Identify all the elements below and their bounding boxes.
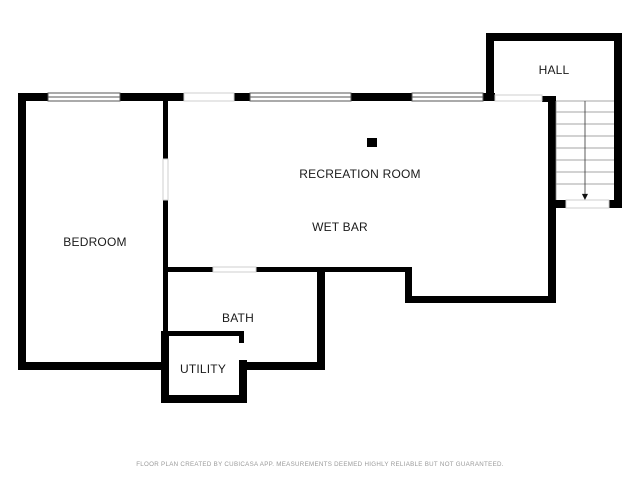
label-utility: UTILITY xyxy=(180,362,226,376)
label-bedroom: BEDROOM xyxy=(63,235,126,249)
opening-hall xyxy=(494,94,543,102)
wall-rec-right xyxy=(548,96,556,303)
wall-top-2 xyxy=(120,93,184,101)
wall-bedroom-left xyxy=(18,93,26,369)
wall-utility-right-stub xyxy=(239,331,244,343)
stair-direction-icon: ▼ xyxy=(582,192,589,201)
openings xyxy=(162,92,610,273)
wall-utility-right xyxy=(239,360,247,403)
label-bath: BATH xyxy=(222,311,254,325)
label-recreation-room: RECREATION ROOM xyxy=(299,167,420,181)
wall-bedroom-bottom xyxy=(18,362,168,370)
walls xyxy=(18,33,622,403)
windows xyxy=(47,92,484,102)
wall-rec-bottom-right xyxy=(256,267,412,272)
wall-hall-top xyxy=(486,33,622,41)
wall-utility-left xyxy=(161,331,169,403)
wall-bath-right xyxy=(317,267,325,370)
window-bedroom xyxy=(47,92,121,102)
wall-bedroom-partition-upper xyxy=(163,97,168,159)
wall-top-3 xyxy=(234,93,250,101)
wall-bath-bottom xyxy=(240,362,325,370)
opening-bedroom-door xyxy=(162,158,169,201)
opening-stair xyxy=(565,199,610,209)
window-rec-center xyxy=(249,92,352,102)
wall-stair-bottom-right xyxy=(609,200,622,208)
column xyxy=(367,138,377,147)
wall-utility-top xyxy=(163,331,244,336)
wall-rec-step-bottom xyxy=(405,296,556,303)
wall-stair-bottom-left xyxy=(556,200,566,208)
label-wet-bar: WET BAR xyxy=(312,220,368,234)
wall-rec-step-vertical xyxy=(405,267,412,303)
wall-bedroom-partition-lower xyxy=(163,200,168,370)
wall-hall-left xyxy=(486,33,494,101)
opening-top-rec xyxy=(183,92,235,102)
wall-top-1 xyxy=(18,93,48,101)
stairs xyxy=(555,100,614,200)
opening-bath-door xyxy=(212,266,257,273)
wall-rec-bottom-left xyxy=(163,267,213,272)
wall-utility-bottom xyxy=(161,395,247,403)
label-hall: HALL xyxy=(539,63,570,77)
window-rec-right xyxy=(411,92,484,102)
wall-hall-right xyxy=(614,33,622,208)
wall-top-4 xyxy=(351,93,412,101)
footer-disclaimer: FLOOR PLAN CREATED BY CUBICASA APP. MEAS… xyxy=(136,461,504,468)
